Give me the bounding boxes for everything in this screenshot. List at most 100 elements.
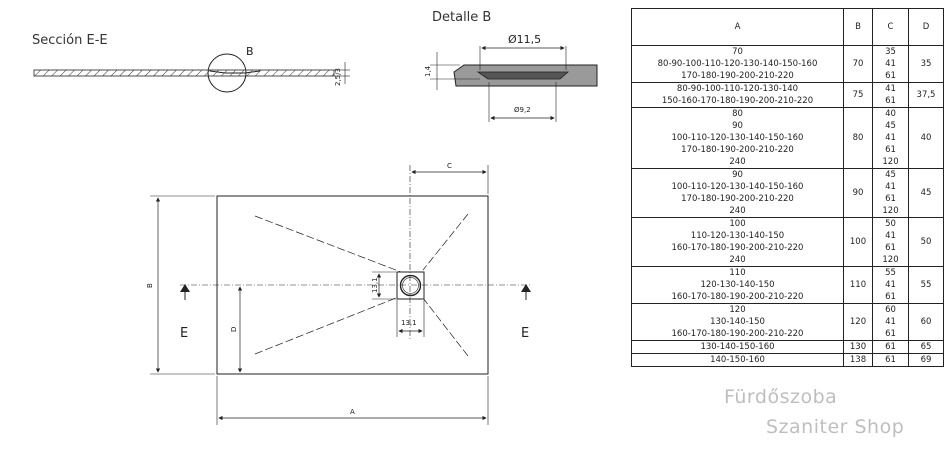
cell-a-line: 70 [732, 47, 743, 57]
cell-a-line: 130-140-150-160 [700, 342, 775, 352]
section-e-left-label: E [180, 326, 188, 341]
section-thickness-dim [334, 62, 350, 84]
cell-c-line: 41 [885, 182, 896, 192]
cell-a-line: 150-160-170-180-190-200-210-220 [661, 96, 814, 106]
dim-c-label: C [447, 162, 452, 170]
cell-c-line: 61 [885, 96, 896, 106]
cell-c: 61 [872, 353, 909, 367]
cell-a: 120 130-140-150 160-170-180-190-200-210-22… [631, 303, 844, 341]
cell-c-line: 45 [885, 170, 896, 180]
cell-a-line: 110-120-130-140-150 [690, 231, 785, 241]
cell-c-line: 61 [885, 342, 896, 352]
drain [396, 271, 425, 300]
cell-c: 35 41 61 [872, 45, 909, 83]
cell-a-line: 100 [729, 219, 746, 229]
cell-a-line: 100-110-120-130-140-150-160 [671, 182, 804, 192]
section-thickness-label: 2,5/3 [334, 68, 342, 86]
cell-a-line: 160-170-180-190-200-210-220 [671, 329, 804, 339]
detail-title: Detalle B [432, 10, 491, 25]
cell-c-line: 41 [885, 317, 896, 327]
technical-drawing: Sección E-E B 2,5/3 Detalle B Ø11,5 Ø9,2… [32, 10, 598, 425]
cell-a-line: 170-180-190-200-210-220 [681, 194, 794, 204]
cell-b: 138 [843, 353, 873, 367]
detail-inner-diameter-label: Ø9,2 [514, 106, 531, 114]
detail-diameter-label: Ø11,5 [508, 33, 541, 46]
cell-c-line: 45 [885, 121, 896, 131]
cell-d: 69 [908, 353, 944, 367]
table-header-row: A B C D [631, 8, 944, 46]
cell-a-line: 170-180-190-200-210-220 [681, 71, 794, 81]
cell-a: 110 120-130-140-150 160-170-180-190-200-21… [631, 266, 844, 304]
cell-a-line: 90 [732, 170, 743, 180]
cell-c-line: 41 [885, 84, 896, 94]
drain-height-label: 13,1 [371, 277, 379, 293]
table-row: 120 130-140-150 160-170-180-190-200-210-22… [631, 303, 944, 341]
cell-d: 50 [908, 217, 944, 267]
table-row: 90 100-110-120-130-140-150-160 170-180-190… [631, 168, 944, 218]
header-c: C [872, 8, 909, 46]
cell-d: 35 [908, 45, 944, 83]
section-profile [33, 69, 335, 77]
cell-c-line: 61 [885, 292, 896, 302]
cell-c-line: 61 [885, 329, 896, 339]
cell-a-line: 100-110-120-130-140-150-160 [671, 133, 804, 143]
cell-c-line: 41 [885, 133, 896, 143]
header-b: B [843, 8, 873, 46]
detail-profile [430, 45, 598, 122]
detail-height-label: 1,4 [424, 65, 432, 77]
section-e-right-label: E [521, 326, 529, 341]
cell-a-line: 240 [729, 157, 746, 167]
cell-d: 65 [908, 340, 944, 354]
cell-a-line: 120 [729, 305, 746, 315]
watermark-line2: Szaniter Shop [766, 416, 905, 438]
cell-c-line: 61 [885, 71, 896, 81]
section-marker-b: B [246, 45, 254, 58]
cell-b: 75 [843, 82, 873, 108]
cell-c-line: 41 [885, 231, 896, 241]
cell-a-line: 90 [732, 121, 743, 131]
cell-a: 140-150-160 [631, 353, 844, 367]
table-row: 110 120-130-140-150 160-170-180-190-200-21… [631, 266, 944, 304]
cell-a-line: 160-170-180-190-200-210-220 [671, 243, 804, 253]
cell-a-line: 160-170-180-190-200-210-220 [671, 292, 804, 302]
cell-c-line: 41 [885, 59, 896, 69]
cell-c: 50 41 61 120 [872, 217, 909, 267]
cell-c: 61 [872, 340, 909, 354]
cell-b: 130 [843, 340, 873, 354]
cell-c-line: 41 [885, 280, 896, 290]
header-a: A [631, 8, 844, 46]
dim-b-label: B [146, 283, 154, 288]
cell-c-line: 40 [885, 109, 896, 119]
cell-a-line: 120-130-140-150 [700, 280, 775, 290]
cell-a-line: 130-140-150 [710, 317, 765, 327]
cell-c-line: 61 [885, 145, 896, 155]
header-d: D [908, 8, 944, 46]
cell-a: 130-140-150-160 [631, 340, 844, 354]
cell-c-line: 61 [885, 243, 896, 253]
section-arrow-left [180, 284, 190, 300]
cell-a: 90 100-110-120-130-140-150-160 170-180-190… [631, 168, 844, 218]
cell-b: 120 [843, 303, 873, 341]
dim-a-label: A [350, 408, 355, 416]
cell-a-line: 240 [729, 206, 746, 216]
cell-a: 100 110-120-130-140-150 160-170-180-190-20… [631, 217, 844, 267]
section-title: Sección E-E [32, 33, 108, 48]
cell-d: 55 [908, 266, 944, 304]
cell-c-line: 50 [885, 219, 896, 229]
cell-c-line: 120 [882, 255, 899, 265]
cell-d: 37,5 [908, 82, 944, 108]
cell-c-line: 35 [885, 47, 896, 57]
cell-b: 80 [843, 107, 873, 169]
cell-a-line: 110 [729, 268, 746, 278]
